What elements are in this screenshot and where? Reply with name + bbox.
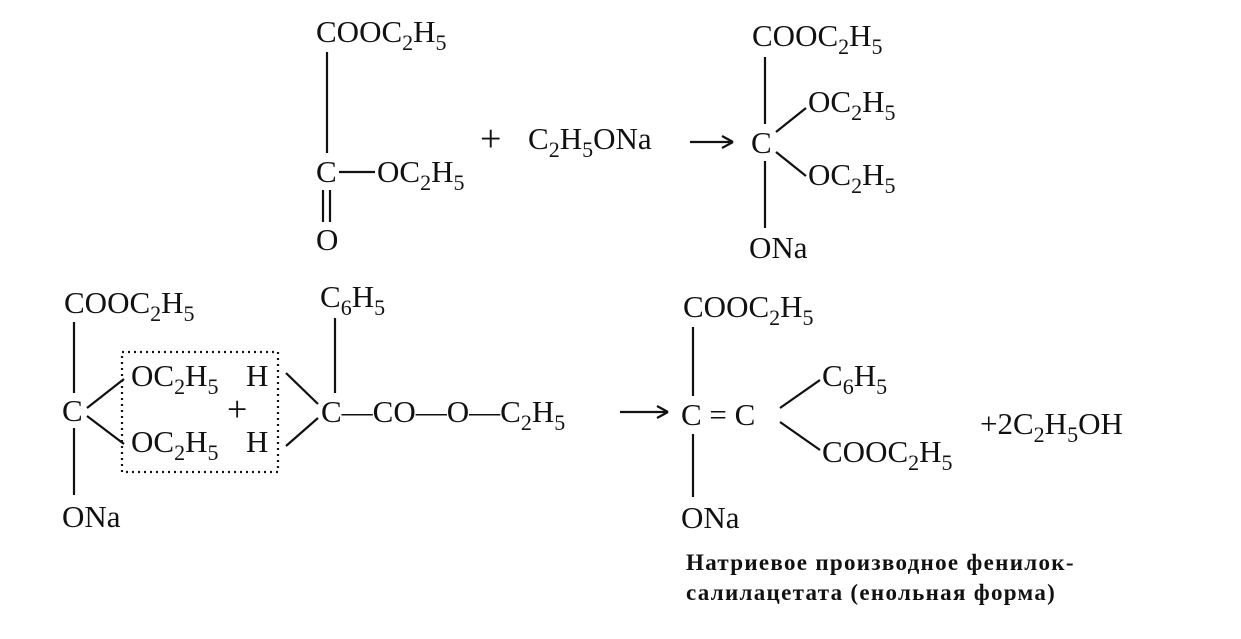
ester-group-top: COOC2H5 [683,289,814,330]
bond-h-carbon-upper [285,372,319,405]
reaction-arrow [690,135,734,149]
ester-group-top: COOC2H5 [316,14,447,55]
ethoxy-lower: OC2H5 [808,157,895,198]
ethoxy-lower: OC2H5 [131,424,218,465]
box-plus-sign: + [227,389,247,429]
alkoxide: ONa [62,499,121,534]
alkoxide: ONa [681,500,740,535]
hydrogen-upper: H [246,358,268,393]
tetrahedral-adduct: COOC2H5 C ONa [62,285,195,534]
carbon-atom: C [62,393,83,428]
carbon-atom: C [751,125,772,160]
bond-lower-ethoxy [86,415,125,445]
ester-chain: C—CO—O—C2H5 [321,394,565,435]
ester-group-side: COOC2H5 [822,434,953,475]
ester-group-side: OC2H5 [377,154,464,195]
reaction-1: COOC2H5 C OC2H5 O + C2H5ONa COOC2H5 C OC… [316,14,895,265]
reaction-arrow [620,405,669,419]
ethanol-byproduct: +2C2H5OH [980,406,1123,447]
bond-to-phenyl [779,379,821,409]
bond-upper-ethoxy [86,378,125,409]
caption-line-1: Натриевое производное фенилок- [686,550,1075,575]
caption-line-2: салилацетата (енольная форма) [686,580,1056,605]
bond-to-ester [779,421,821,451]
sodium-ethoxide: C2H5ONa [528,121,652,162]
ester-group-top: COOC2H5 [752,18,883,59]
ethyl-phenylacetate: C6H5 C—CO—O—C2H5 [285,279,565,447]
bond-upper-ethoxy [775,107,807,133]
alkoxide: ONa [749,230,808,265]
phenyl-group: C6H5 [822,358,887,399]
tetrahedral-adduct: COOC2H5 C OC2H5 OC2H5 ONa [749,18,895,265]
reaction-2: COOC2H5 C ONa OC2H5 H + OC2H5 H C6H5 C—C… [62,279,1123,535]
ester-group-top: COOC2H5 [64,285,195,326]
diethyl-oxalate: COOC2H5 C OC2H5 O [316,14,464,257]
ethoxy-upper: OC2H5 [131,358,218,399]
plus-sign: + [480,118,501,160]
carbon-atom: C [316,154,337,189]
enol-product: COOC2H5 C = C C6H5 COOC2H5 ONa [681,289,953,535]
hydrogen-lower: H [246,424,268,459]
product-caption: Натриевое производное фенилок- салилацет… [686,550,1075,605]
ethoxy-upper: OC2H5 [808,84,895,125]
enol-double-bond: C = C [681,397,755,432]
phenyl-group: C6H5 [320,279,385,320]
bond-h-carbon-lower [285,417,319,447]
carbonyl-oxygen: O [316,222,338,257]
eliminated-ethanol-box [120,350,280,474]
bond-lower-ethoxy [775,151,807,177]
